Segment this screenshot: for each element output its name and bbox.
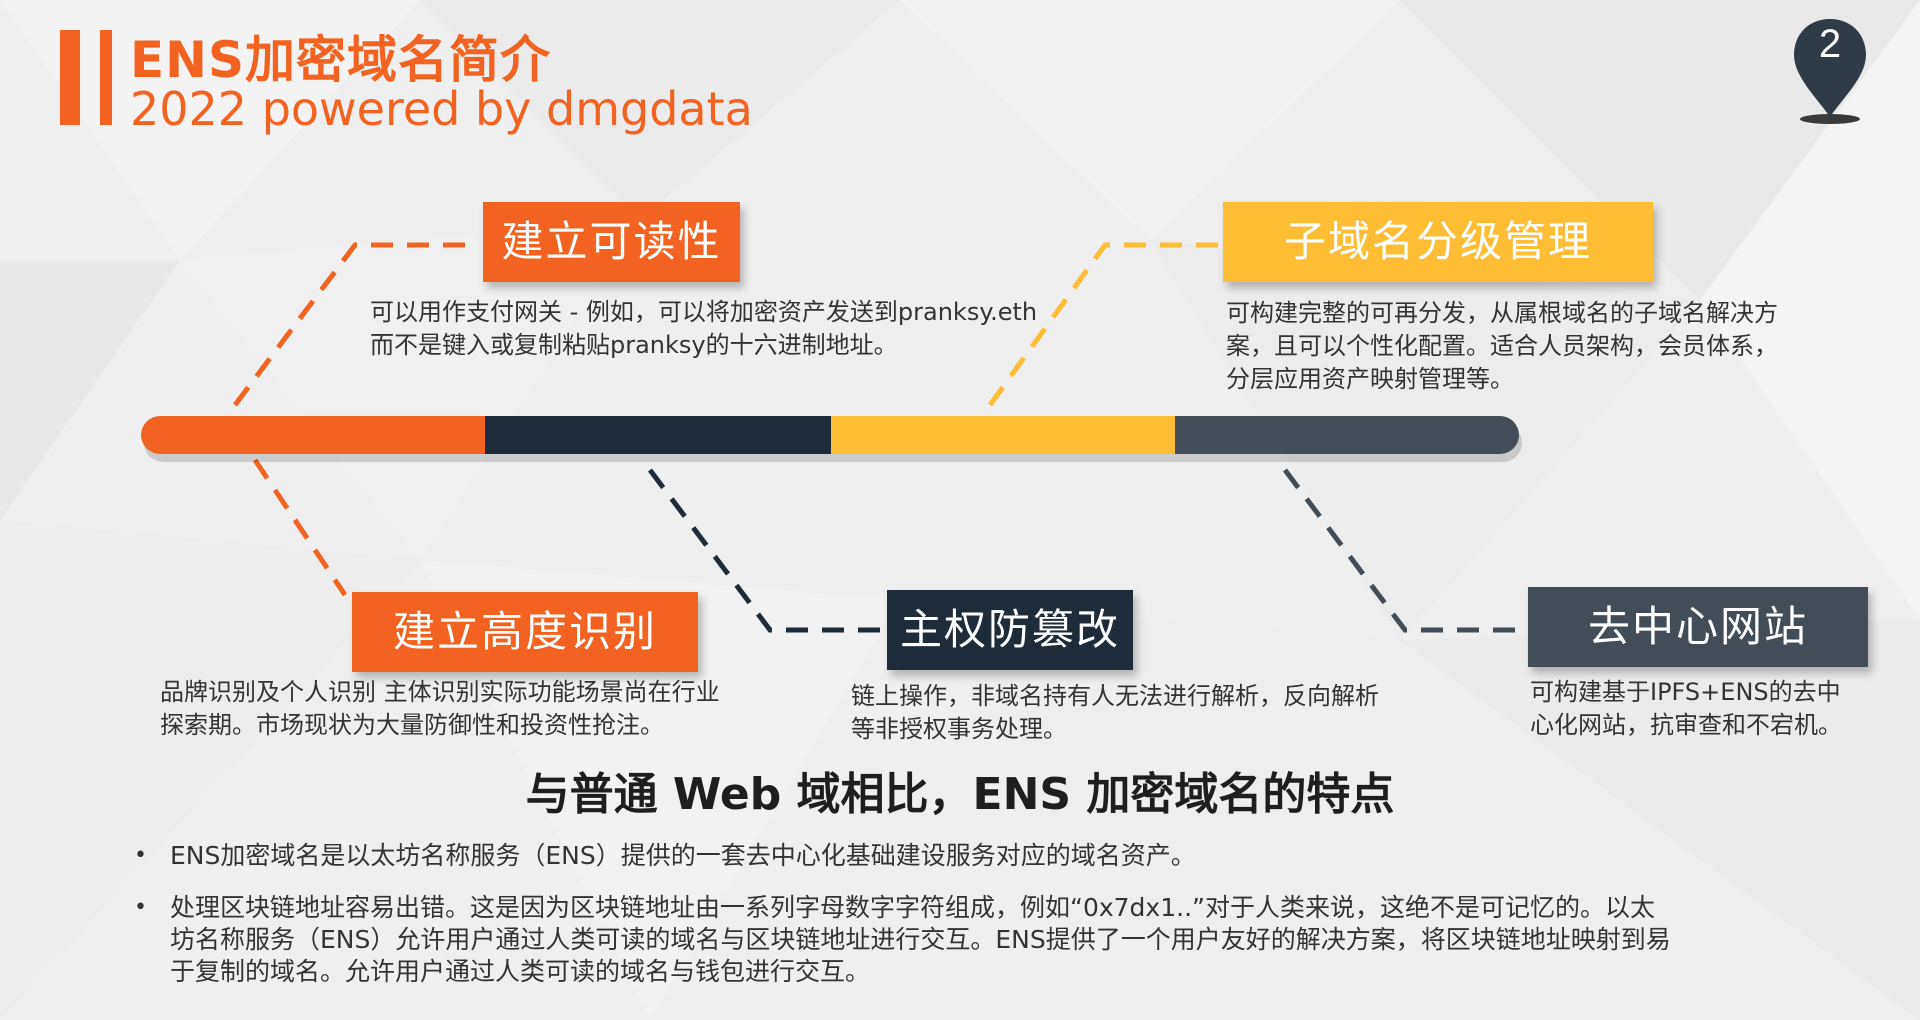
bullet-item: • 处理区块链地址容易出错。这是因为区块链地址由一系列字母数字字符组成，例如“0… [130, 892, 1850, 988]
feature-desc-identity: 品牌识别及个人识别 主体识别实际功能场景尚在行业 探索期。市场现状为大量防御性和… [160, 676, 720, 742]
desc-line: 品牌识别及个人识别 主体识别实际功能场景尚在行业 [160, 678, 720, 706]
feature-label-identity: 建立高度识别 [352, 592, 698, 672]
bullet-dot-icon: • [134, 895, 147, 920]
desc-line: 可构建基于IPFS+ENS的去中 [1530, 678, 1841, 706]
map-pin-icon [1794, 19, 1866, 124]
feature-label-decentralized: 去中心网站 [1528, 587, 1868, 667]
page-number: 2 [1818, 22, 1842, 66]
connector-sovereignty [648, 468, 880, 633]
bullet-line: 坊名称服务（ENS）允许用户通过人类可读的域名与区块链地址进行交互。ENS提供了… [170, 925, 1671, 954]
connector-identity [252, 458, 348, 597]
feature-label-sovereignty: 主权防篡改 [887, 590, 1133, 670]
feature-desc-readability: 可以用作支付网关 - 例如，可以将加密资产发送到pranksy.eth 而不是键… [370, 296, 1037, 362]
timeline-bar [141, 416, 1522, 462]
desc-line: 可构建完整的可再分发，从属根域名的子域名解决方 [1226, 299, 1778, 327]
connector-subdomain [987, 242, 1220, 407]
feature-desc-decentralized: 可构建基于IPFS+ENS的去中 心化网站，抗审查和不宕机。 [1530, 676, 1842, 742]
desc-line: 分层应用资产映射管理等。 [1226, 365, 1514, 393]
page-subtitle: 2022 powered by dmgdata [130, 82, 753, 136]
connector-readability [233, 242, 470, 407]
timeline-diagram [141, 242, 1525, 633]
feature-desc-subdomain: 可构建完整的可再分发，从属根域名的子域名解决方 案，且可以个性化配置。适合人员架… [1226, 297, 1778, 396]
title-accent-bar-thin [100, 30, 112, 125]
feature-desc-sovereignty: 链上操作，非域名持有人无法进行解析，反向解析 等非授权事务处理。 [851, 680, 1379, 746]
page-title: ENS加密域名简介 [130, 31, 552, 89]
desc-line: 等非授权事务处理。 [851, 715, 1067, 743]
desc-line: 探索期。市场现状为大量防御性和投资性抢注。 [160, 711, 664, 739]
feature-label-readability: 建立可读性 [483, 202, 740, 282]
connector-decentralized [1283, 468, 1525, 633]
bullet-line: 处理区块链地址容易出错。这是因为区块链地址由一系列字母数字字符组成，例如“0x7… [170, 893, 1655, 922]
bullet-list: • ENS加密域名是以太坊名称服务（ENS）提供的一套去中心化基础建设服务对应的… [130, 840, 1850, 1008]
title-accent-bar [60, 30, 80, 125]
desc-line: 而不是键入或复制粘贴pranksy的十六进制地址。 [370, 331, 898, 359]
bullet-line: ENS加密域名是以太坊名称服务（ENS）提供的一套去中心化基础建设服务对应的域名… [170, 841, 1196, 870]
section-heading: 与普通 Web 域相比，ENS 加密域名的特点 [525, 769, 1395, 820]
desc-line: 案，且可以个性化配置。适合人员架构，会员体系， [1226, 332, 1778, 360]
bullet-dot-icon: • [134, 843, 147, 868]
desc-line: 链上操作，非域名持有人无法进行解析，反向解析 [851, 682, 1379, 710]
bullet-line: 于复制的域名。允许用户通过人类可读的域名与钱包进行交互。 [170, 957, 871, 986]
desc-line: 可以用作支付网关 - 例如，可以将加密资产发送到pranksy.eth [370, 298, 1038, 326]
feature-label-subdomain: 子域名分级管理 [1223, 202, 1653, 282]
bullet-item: • ENS加密域名是以太坊名称服务（ENS）提供的一套去中心化基础建设服务对应的… [130, 840, 1850, 872]
desc-line: 心化网站，抗审查和不宕机。 [1530, 711, 1842, 739]
